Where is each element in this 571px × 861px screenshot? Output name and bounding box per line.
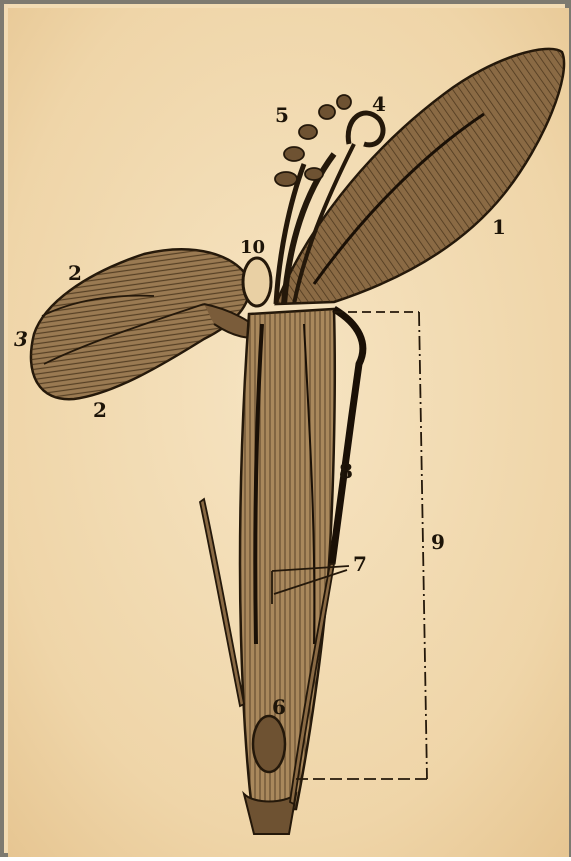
label-2-top: 2 — [68, 263, 82, 283]
ovary-6 — [253, 716, 285, 772]
ring-10 — [243, 258, 271, 306]
label-1: 1 — [492, 217, 506, 237]
label-8: 8 — [339, 461, 353, 481]
label-10: 10 — [240, 239, 265, 257]
label-6: 6 — [272, 697, 286, 717]
label-9: 9 — [431, 532, 445, 552]
label-4: 4 — [372, 94, 386, 114]
label-7: 7 — [353, 554, 367, 574]
label-3: 3 — [14, 329, 28, 349]
label-2-bottom: 2 — [93, 400, 107, 420]
label-5: 5 — [275, 105, 289, 125]
flower-illustration — [4, 4, 571, 861]
